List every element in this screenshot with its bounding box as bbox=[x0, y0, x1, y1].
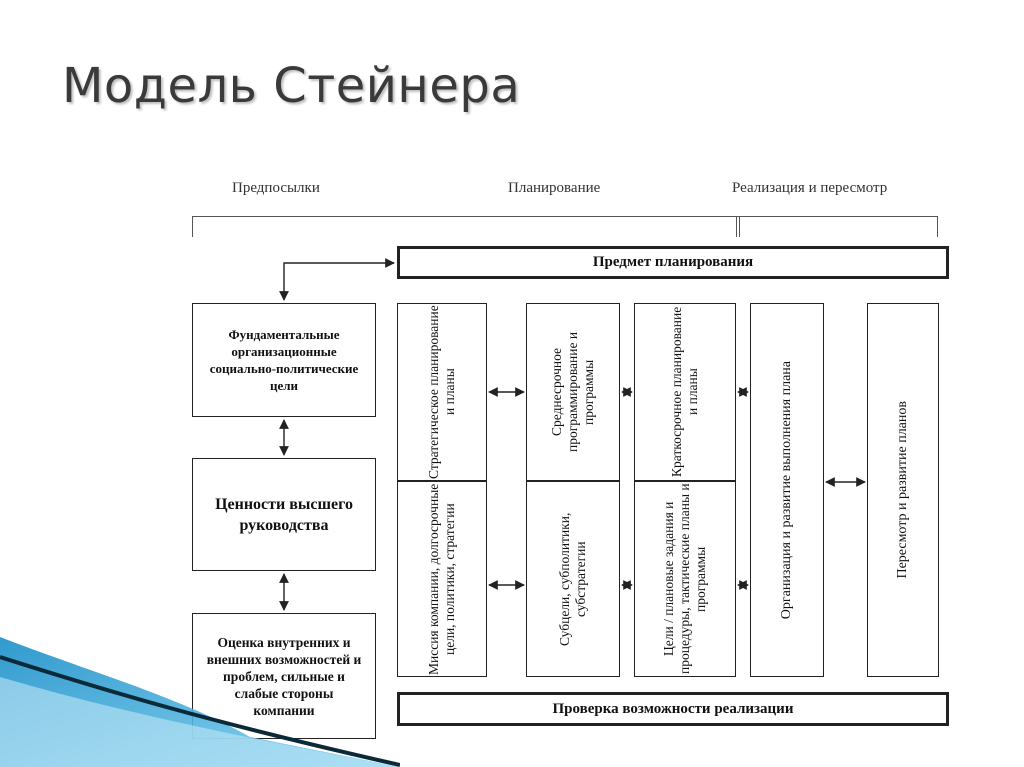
bracket-implementation bbox=[736, 216, 938, 237]
feasibility-check-bar: Проверка возможности реализации bbox=[397, 692, 949, 726]
decorative-swoosh bbox=[0, 637, 400, 767]
strategic-planning-box: Стратегическое планирование и планы bbox=[397, 303, 487, 481]
connector-arrows bbox=[279, 258, 866, 611]
bracket-prerequisites-planning bbox=[192, 216, 740, 237]
capability-assessment-box: Оценка внутренних и внешних возможностей… bbox=[192, 613, 376, 739]
steiner-model-diagram: Предпосылки Планирование Реализация и пе… bbox=[184, 170, 966, 748]
slide-title: Модель Стейнера bbox=[62, 58, 521, 114]
plan-review-box: Пересмотр и развитие планов bbox=[867, 303, 939, 677]
arrow-goals-to-subject bbox=[279, 258, 395, 301]
phase-label-prerequisites: Предпосылки bbox=[232, 180, 320, 196]
plan-execution-box: Организация и развитие выполнения плана bbox=[750, 303, 824, 677]
phase-label-implementation: Реализация и пересмотр bbox=[732, 180, 888, 196]
short-term-planning-box: Краткосрочное планирование и планы bbox=[634, 303, 736, 481]
top-management-values-box: Ценности высшего руководства bbox=[192, 458, 376, 571]
subject-of-planning-bar: Предмет планирования bbox=[397, 246, 949, 279]
tactical-goals-box: Цели / плановые задания и процедуры, так… bbox=[634, 481, 736, 677]
medium-term-planning-box: Среднесрочное программирование и програм… bbox=[526, 303, 620, 481]
fundamental-goals-box: Фундаментальные организационные социальн… bbox=[192, 303, 376, 417]
subgoals-box: Субцели, субполитики, субстратегии bbox=[526, 481, 620, 677]
mission-box: Миссия компании, долгосрочные цели, поли… bbox=[397, 481, 487, 677]
phase-label-planning: Планирование bbox=[508, 180, 601, 196]
